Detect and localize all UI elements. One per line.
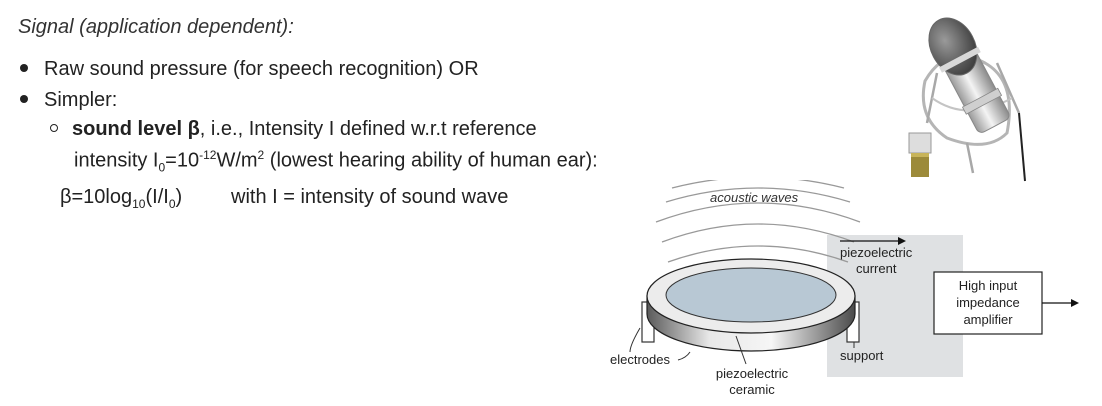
bullet-item-raw: Raw sound pressure (for speech recogniti…	[20, 58, 479, 81]
sub-bullet-continuation: intensity I0=10-12W/m2 (lowest hearing a…	[74, 148, 598, 175]
sub-bullet-text: , i.e., Intensity I defined w.r.t refere…	[199, 118, 537, 140]
current-label-line2: current	[856, 261, 897, 276]
amplifier-box[interactable]	[933, 271, 1043, 335]
section-heading: Signal (application dependent):	[18, 16, 294, 38]
bullet-text: Simpler:	[44, 89, 118, 111]
sound-level-formula: β=10log10(I/I0)	[60, 186, 183, 211]
ceramic-label-line2: ceramic	[729, 382, 775, 397]
microphone-image	[908, 17, 1026, 182]
bullet-dot	[20, 94, 28, 103]
acoustic-waves-label: acoustic waves	[710, 190, 799, 205]
bullet-item-simpler: Simpler:	[20, 89, 117, 112]
sound-level-term: sound level β	[72, 118, 200, 140]
piezoelectric-sensor-diagram: acoustic waves piezoelectric current Hig…	[610, 180, 1079, 397]
ceramic-label-line1: piezoelectric	[716, 366, 789, 381]
amplifier-label-line2: impedance	[956, 295, 1020, 310]
sub-bullet-ring	[50, 123, 58, 132]
bullet-dot	[20, 63, 28, 72]
formula-description: with I = intensity of sound wave	[231, 186, 509, 208]
current-label-line1: piezoelectric	[840, 245, 913, 260]
acoustic-wave-arcs	[655, 180, 861, 263]
amplifier-label-line3: amplifier	[963, 312, 1013, 327]
support-label: support	[840, 348, 884, 363]
sub-bullet-sound-level: sound level β, i.e., Intensity I defined…	[50, 118, 537, 141]
electrode-disc	[665, 267, 837, 323]
amplifier-label-line1: High input	[959, 278, 1018, 293]
bullet-text: Raw sound pressure (for speech recogniti…	[44, 58, 479, 80]
electrodes-label: electrodes	[610, 352, 670, 367]
